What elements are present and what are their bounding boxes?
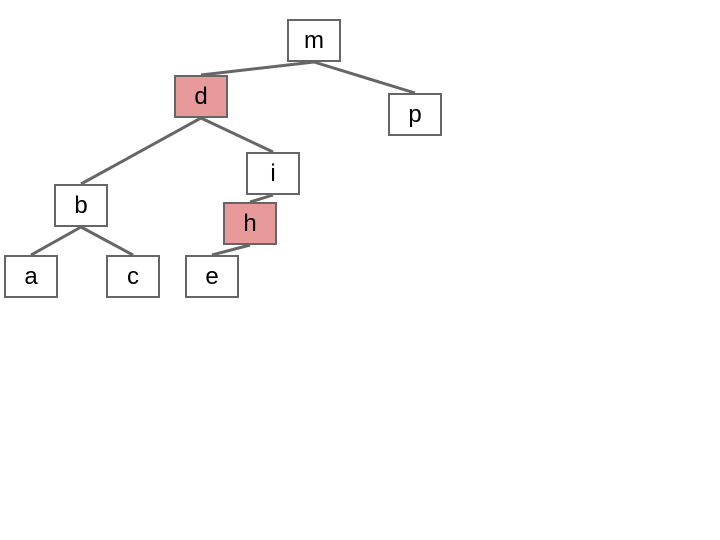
- tree-node-a: a: [4, 255, 58, 298]
- node-label: c: [127, 262, 139, 290]
- edge-d-i: [200, 116, 274, 154]
- edge-m-d: [200, 60, 315, 77]
- edge-i-h: [249, 193, 274, 204]
- edge-b-a: [30, 225, 82, 257]
- node-label: d: [194, 82, 208, 110]
- tree-node-e: e: [185, 255, 239, 298]
- tree-node-b: b: [54, 184, 108, 227]
- tree-node-h: h: [223, 202, 277, 245]
- edge-b-c: [80, 225, 134, 257]
- tree-node-i: i: [246, 152, 300, 195]
- node-label: h: [243, 209, 257, 237]
- edge-m-p: [313, 60, 416, 95]
- tree-node-d: d: [174, 75, 228, 118]
- tree-node-c: c: [106, 255, 160, 298]
- tree-node-p: p: [388, 93, 442, 136]
- node-label: i: [270, 159, 276, 187]
- node-label: p: [408, 100, 422, 128]
- node-label: b: [74, 191, 88, 219]
- node-label: a: [24, 262, 38, 290]
- node-label: e: [205, 262, 219, 290]
- tree-node-m: m: [287, 19, 341, 62]
- node-label: m: [304, 26, 324, 54]
- edge-h-e: [211, 243, 251, 257]
- edge-d-b: [80, 116, 202, 186]
